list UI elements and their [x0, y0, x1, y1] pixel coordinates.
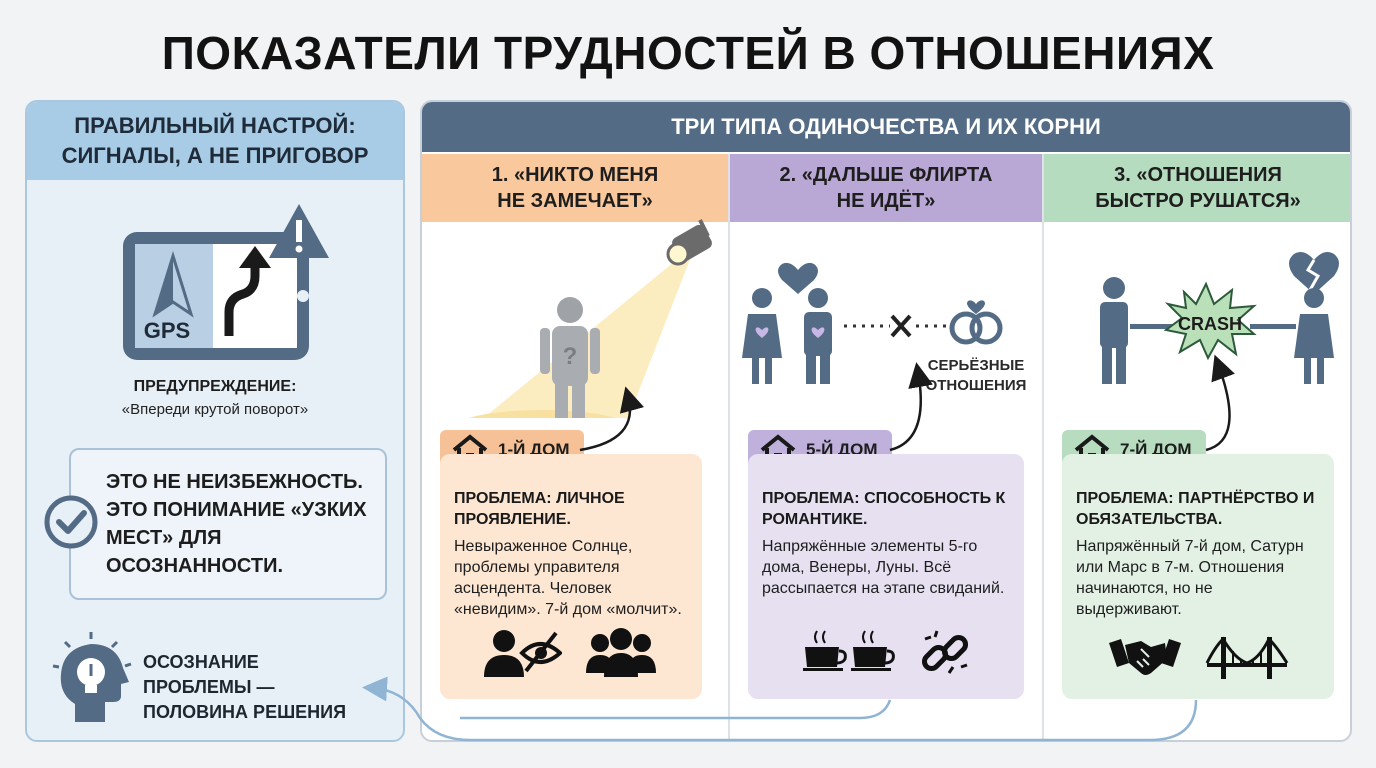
column-flirt: 2. «ДАЛЬШЕ ФЛИРТА НЕ ИДЁТ» СЕРЬЁЗНЫЕ ОТН…	[730, 154, 1042, 740]
column-1-problem: ПРОБЛЕМА: ЛИЧНОЕ ПРОЯВЛЕНИЕ.	[454, 490, 625, 528]
warning-text: «Впереди крутой поворот»	[121, 401, 309, 418]
column-3-heading: 3. «ОТНОШЕНИЯ БЫСТРО РУШАТСЯ»	[1044, 154, 1350, 222]
serious-line1: СЕРЬЁЗНЫЕ	[927, 357, 1025, 374]
mindset-heading: ПРАВИЛЬНЫЙ НАСТРОЙ: СИГНАЛЫ, А НЕ ПРИГОВ…	[27, 102, 403, 180]
column-1-title-line1: 1. «НИКТО МЕНЯ	[491, 164, 659, 186]
crash-couple-icon: CRASH	[1100, 252, 1339, 384]
awareness-text: ОСОЗНАНИЕ ПРОБЛЕМЫ — ПОЛОВИНА РЕШЕНИЯ	[143, 650, 346, 725]
column-2-problem: ПРОБЛЕМА: СПОСОБНОСТЬ К РОМАНТИКЕ.	[762, 490, 1006, 528]
check-circle-icon	[43, 494, 99, 555]
person-hidden-icon	[484, 630, 562, 677]
mindset-heading-line2: СИГНАЛЫ, А НЕ ПРИГОВОР	[61, 143, 369, 168]
column-2-card: ПРОБЛЕМА: СПОСОБНОСТЬ К РОМАНТИКЕ. Напря…	[748, 454, 1024, 699]
column-divider	[1042, 154, 1044, 740]
loneliness-heading: ТРИ ТИПА ОДИНОЧЕСТВА И ИХ КОРНИ	[422, 102, 1350, 152]
column-3-title-line2: БЫСТРО РУШАТСЯ»	[1095, 190, 1301, 212]
column-3-problem: ПРОБЛЕМА: ПАРТНЁРСТВО И ОБЯЗАТЕЛЬСТВА.	[1076, 490, 1315, 528]
column-unnoticed: 1. «НИКТО МЕНЯ НЕ ЗАМЕЧАЕТ» ? 1-Й ДОМ ПР…	[422, 154, 728, 740]
head-lightbulb-icon	[47, 630, 137, 731]
awareness-line3: ПОЛОВИНА РЕШЕНИЯ	[143, 702, 347, 722]
awareness-line1: ОСОЗНАНИЕ	[143, 652, 259, 672]
gps-navigator-icon: GPS	[119, 202, 339, 377]
mindset-panel: ПРАВИЛЬНЫЙ НАСТРОЙ: СИГНАЛЫ, А НЕ ПРИГОВ…	[25, 100, 405, 742]
serious-line2: ОТНОШЕНИЯ	[925, 377, 1027, 394]
serious-relationship-label: СЕРЬЁЗНЫЕ ОТНОШЕНИЯ	[916, 356, 1036, 396]
warning-title: ПРЕДУПРЕЖДЕНИЕ:	[133, 378, 297, 395]
column-3-text: Напряжённый 7-й дом, Сатурн или Марс в 7…	[1076, 538, 1304, 618]
not-inevitable-box: ЭТО НЕ НЕИЗБЕЖНОСТЬ. ЭТО ПОНИМАНИЕ «УЗКИ…	[69, 448, 387, 600]
bridge-icon	[1205, 636, 1289, 679]
column-1-card: ПРОБЛЕМА: ЛИЧНОЕ ПРОЯВЛЕНИЕ. Невыраженно…	[440, 454, 702, 699]
broken-link-icon	[921, 630, 969, 674]
column-divider	[728, 154, 730, 740]
mindset-heading-line1: ПРАВИЛЬНЫЙ НАСТРОЙ:	[74, 113, 356, 138]
column-1-title-line2: НЕ ЗАМЕЧАЕТ»	[497, 190, 653, 212]
column-3-card: ПРОБЛЕМА: ПАРТНЁРСТВО И ОБЯЗАТЕЛЬСТВА. Н…	[1062, 454, 1334, 699]
page-title: ПОКАЗАТЕЛИ ТРУДНОСТЕЙ В ОТНОШЕНИЯХ	[161, 27, 1215, 79]
awareness-line2: ПРОБЛЕМЫ —	[143, 677, 275, 697]
gps-label: GPS	[144, 318, 190, 343]
handshake-icon	[1109, 639, 1181, 675]
column-1-heading: 1. «НИКТО МЕНЯ НЕ ЗАМЕЧАЕТ»	[422, 154, 728, 222]
svg-text:?: ?	[563, 343, 578, 370]
couple-flirt-icon	[742, 262, 1003, 384]
loneliness-panel: ТРИ ТИПА ОДИНОЧЕСТВА И ИХ КОРНИ 1. «НИКТ…	[420, 100, 1352, 742]
coffee-cups-icon	[803, 630, 895, 671]
column-2-text: Напряжённые элементы 5-го дома, Венеры, …	[762, 538, 1005, 597]
column-3-title-line1: 3. «ОТНОШЕНИЯ	[1114, 164, 1282, 186]
spotlight-person-icon: ?	[468, 219, 712, 418]
crash-label: CRASH	[1178, 314, 1242, 334]
column-2-title-line1: 2. «ДАЛЬШЕ ФЛИРТА	[779, 164, 993, 186]
not-inevitable-text: ЭТО НЕ НЕИЗБЕЖНОСТЬ. ЭТО ПОНИМАНИЕ «УЗКИ…	[106, 471, 367, 577]
column-breakup: 3. «ОТНОШЕНИЯ БЫСТРО РУШАТСЯ» CRASH 7-Й …	[1044, 154, 1350, 740]
group-icon	[586, 628, 656, 677]
column-1-text: Невыраженное Солнце, проблемы управителя…	[454, 538, 682, 618]
column-2-heading: 2. «ДАЛЬШЕ ФЛИРТА НЕ ИДЁТ»	[730, 154, 1042, 222]
column-2-title-line2: НЕ ИДЁТ»	[836, 190, 936, 212]
